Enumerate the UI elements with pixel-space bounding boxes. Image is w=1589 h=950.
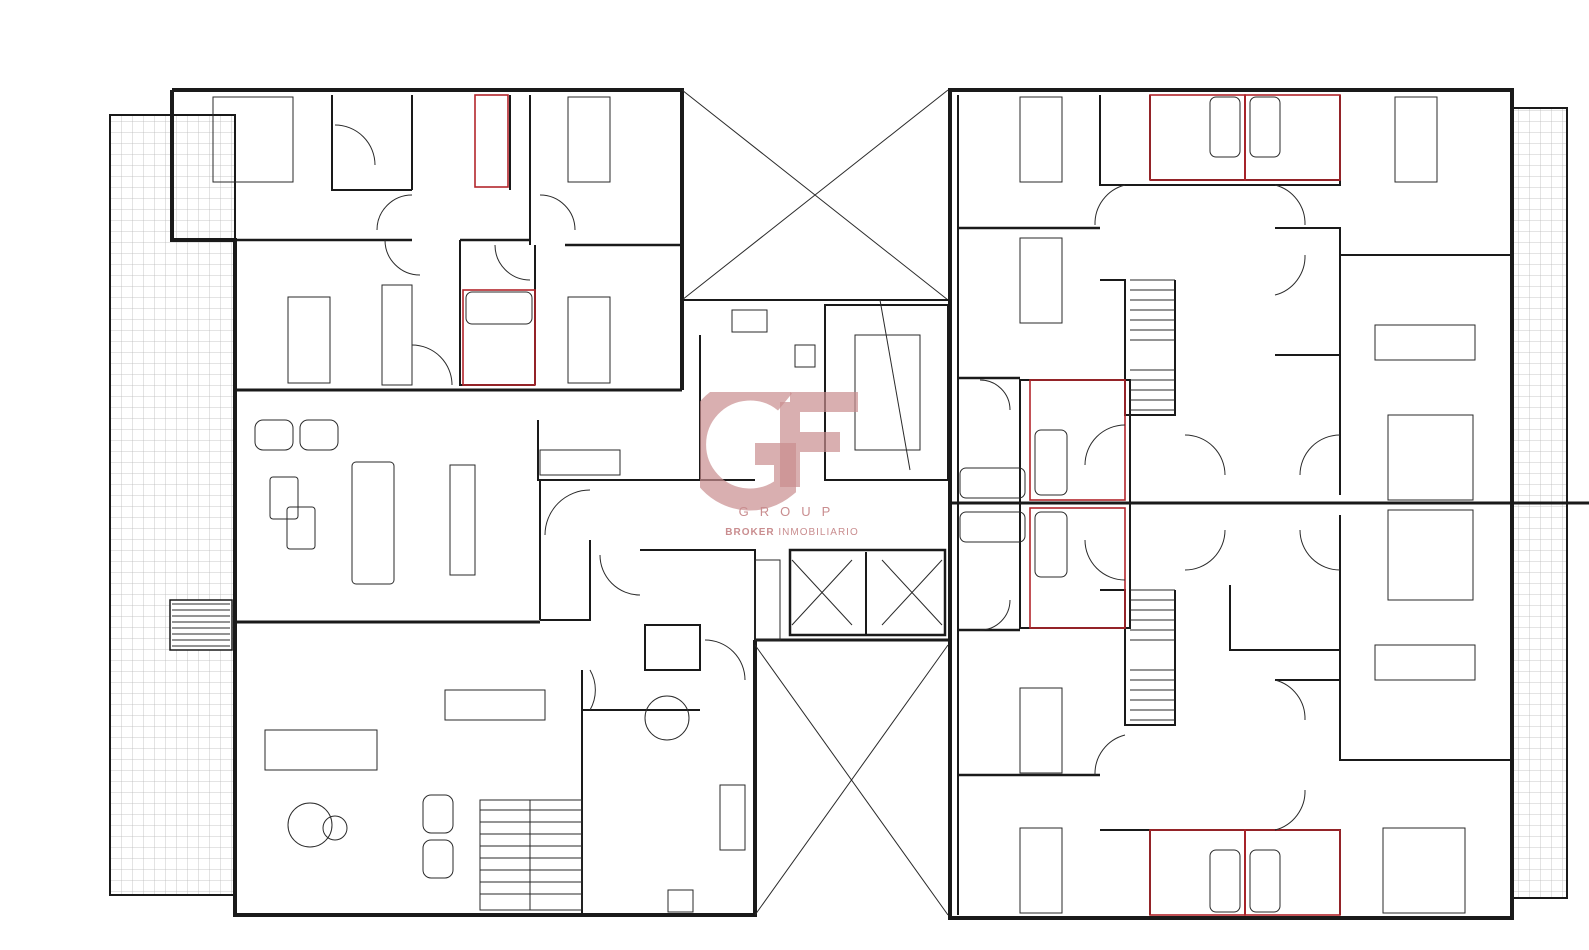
beds [212, 96, 1476, 914]
stair-flights [479, 279, 1175, 911]
bathtubs [465, 96, 1281, 913]
gf-group-logo-mark [700, 392, 858, 511]
living-furniture [254, 419, 690, 879]
logo-inmobiliario-word: INMOBILIARIO [778, 527, 859, 538]
logo-broker-word: BROKER [725, 527, 775, 538]
kitchen [539, 309, 816, 913]
door-swings [334, 124, 1341, 831]
logo-tagline: BROKER INMOBILIARIO [712, 527, 872, 538]
left-apartment-walls [170, 88, 757, 917]
terrace-left [109, 114, 236, 896]
logo-group-text: GROUP [738, 504, 842, 519]
bathroom-fixtures [462, 94, 1341, 916]
right-apartment-walls [948, 88, 1589, 920]
